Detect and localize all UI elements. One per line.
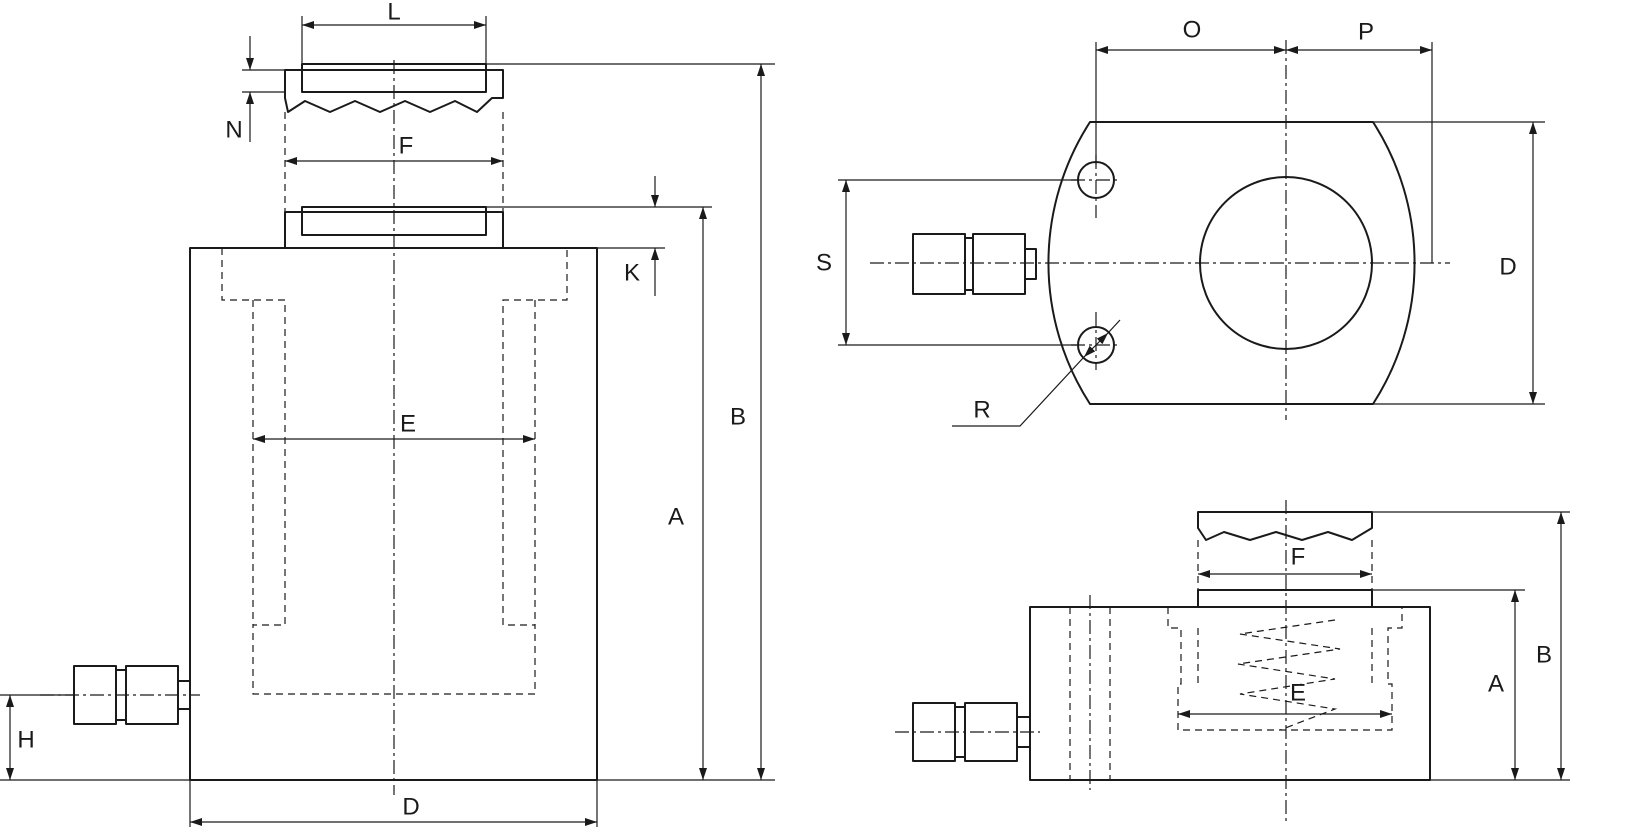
hydraulic-coupler-top [912,233,1037,295]
dim-label-b-side: B [1536,642,1552,669]
dim-label-o: O [1183,17,1202,44]
return-spring-hidden [1237,619,1341,731]
side-piston-extended [1197,511,1373,541]
dim-label-h: H [17,727,34,754]
dim-label-e: E [400,411,416,438]
dim-label-r: R [973,397,990,424]
dim-leader-r [952,356,1085,427]
dim-label-s: S [816,250,832,277]
dim-label-p: P [1358,19,1374,46]
piston-extended [284,69,504,113]
side-piston-retracted [1197,589,1373,608]
dim-label-f: F [399,133,414,160]
dim-label-l: L [387,0,400,26]
dim-label-d-top: D [1499,254,1516,281]
dim-label-a-side: A [1488,671,1504,698]
hydraulic-coupler-side [895,702,1040,762]
dim-label-e-side: E [1290,680,1306,707]
side-bore-hidden [1167,607,1403,731]
front-view: L N F K E A B H D [0,0,775,827]
dim-label-b: B [730,404,746,431]
dim-label-k: K [624,260,640,287]
dim-label-a: A [668,504,684,531]
dim-label-n: N [225,117,242,144]
dim-label-f-side: F [1291,544,1306,571]
dim-label-d-front: D [402,794,419,821]
top-view: O P S D R [816,17,1545,427]
side-view: F E A B [895,500,1570,825]
